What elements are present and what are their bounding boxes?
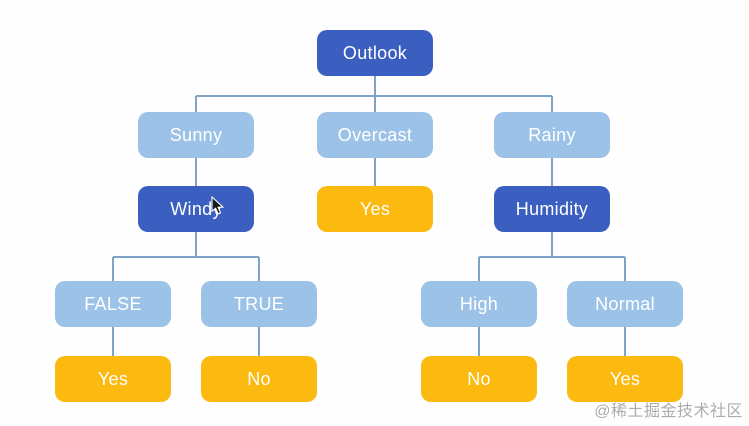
edge-windy-children bbox=[112, 232, 260, 281]
edge-outlook-children bbox=[195, 76, 553, 112]
node-yes-overcast[interactable]: Yes bbox=[317, 186, 433, 232]
node-windy[interactable]: Windy bbox=[138, 186, 254, 232]
node-overcast[interactable]: Overcast bbox=[317, 112, 433, 158]
node-false[interactable]: FALSE bbox=[55, 281, 171, 327]
edge-humidity-children bbox=[478, 232, 626, 281]
node-sunny[interactable]: Sunny bbox=[138, 112, 254, 158]
node-humidity[interactable]: Humidity bbox=[494, 186, 610, 232]
node-normal[interactable]: Normal bbox=[567, 281, 683, 327]
node-outlook[interactable]: Outlook bbox=[317, 30, 433, 76]
node-yes-normal[interactable]: Yes bbox=[567, 356, 683, 402]
node-yes-false[interactable]: Yes bbox=[55, 356, 171, 402]
watermark-text: @稀土掘金技术社区 bbox=[594, 403, 743, 420]
node-no-true[interactable]: No bbox=[201, 356, 317, 402]
node-true[interactable]: TRUE bbox=[201, 281, 317, 327]
node-rainy[interactable]: Rainy bbox=[494, 112, 610, 158]
node-no-high[interactable]: No bbox=[421, 356, 537, 402]
node-high[interactable]: High bbox=[421, 281, 537, 327]
